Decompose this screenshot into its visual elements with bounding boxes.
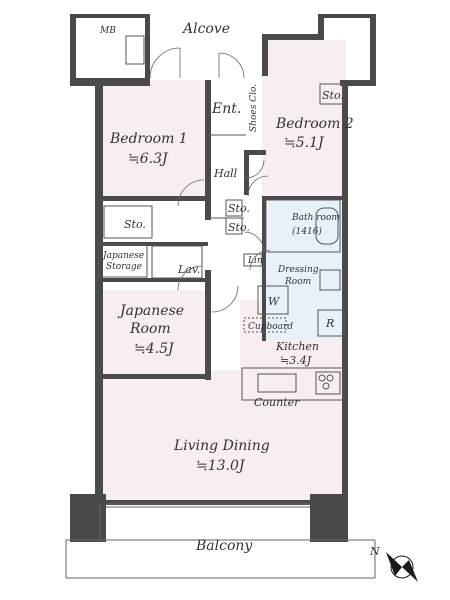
japanese-room-area: ≒4.5J — [134, 341, 175, 357]
lin-label: Lin — [247, 256, 263, 266]
bedroom1-floor — [100, 80, 208, 200]
lav-label: Lav. — [177, 263, 200, 276]
shoes-closet-label: Shoes Clo. — [249, 84, 259, 132]
living-dining-area: ≒13.0J — [196, 458, 246, 474]
windows — [65, 503, 376, 579]
dressing-room-label-2: Room — [284, 277, 311, 287]
entrance-label: Ent. — [211, 101, 241, 117]
sto-bedroom2-label: Sto. — [322, 89, 344, 102]
washer-label: W — [268, 295, 281, 308]
hall-floor — [208, 135, 246, 260]
sto-bedroom1-label: Sto. — [124, 218, 146, 231]
japanese-storage-label-1: Japanese — [101, 251, 144, 261]
dressing-floor — [260, 254, 344, 340]
bedroom2-name: Bedroom 2 — [275, 116, 354, 132]
cupboard-label: Cupboard — [248, 322, 293, 332]
counter-label: Counter — [254, 396, 300, 409]
japanese-room-floor — [100, 290, 208, 380]
alcove-label: Alcove — [181, 21, 230, 37]
kitchen-area: ≒3.4J — [280, 354, 312, 367]
door-swings — [149, 47, 271, 313]
north-label: N — [369, 545, 380, 558]
bath-room-label: Bath room — [291, 213, 340, 223]
kitchen-name: Kitchen — [275, 340, 319, 353]
japanese-room-name-1: Japanese — [117, 303, 184, 319]
refrigerator-label: R — [325, 317, 334, 330]
bedroom1-area: ≒6.3J — [128, 151, 169, 167]
north-compass-icon: N — [369, 545, 418, 582]
japanese-storage-label-2: Storage — [106, 262, 142, 272]
bath-size-label: (1416) — [292, 226, 322, 237]
japanese-room-name-2: Room — [129, 321, 171, 337]
mb-label: MB — [99, 26, 116, 36]
bedroom2-floor — [262, 40, 346, 200]
sto-hall-2-label: Sto. — [228, 221, 250, 234]
living-dining-floor — [98, 370, 342, 500]
bedroom2-area: ≒5.1J — [284, 135, 325, 151]
bedroom1-name: Bedroom 1 — [109, 131, 188, 147]
dressing-room-label-1: Dressing — [277, 265, 319, 275]
living-dining-name: Living Dining — [173, 438, 270, 454]
thin-lines — [98, 35, 345, 401]
bath-floor — [268, 196, 344, 254]
entrance-floor — [212, 90, 262, 135]
balcony-label: Balcony — [195, 538, 253, 554]
hall-label: Hall — [213, 167, 238, 180]
sto-hall-1-label: Sto. — [228, 202, 250, 215]
